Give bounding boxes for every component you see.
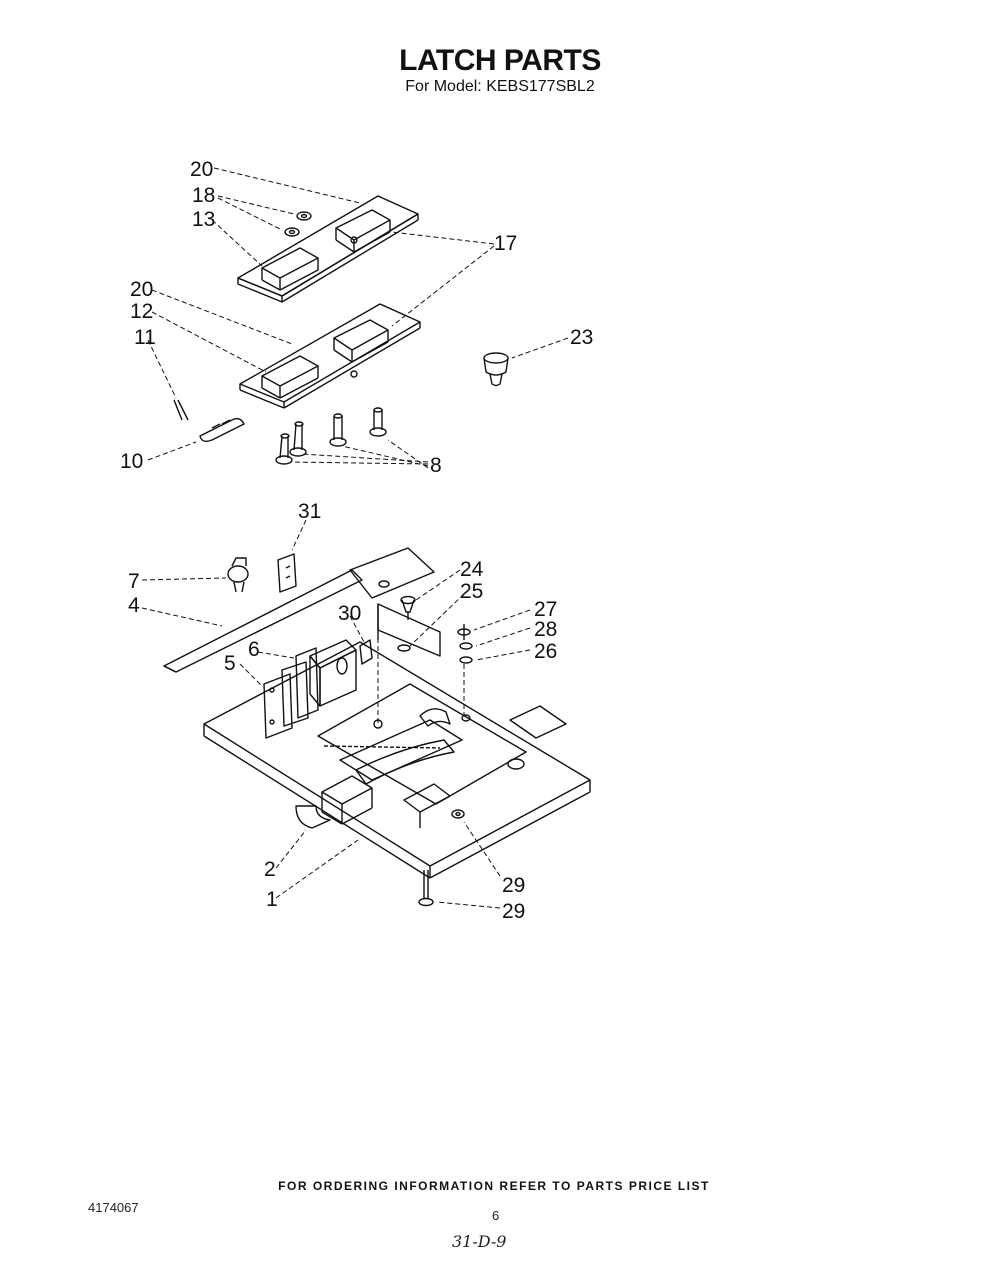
stack-25-26-27 <box>457 624 473 722</box>
thermostat-7 <box>227 557 249 593</box>
upper-switch-bracket <box>237 195 419 303</box>
callout-12: 12 <box>130 300 153 323</box>
callout-1: 1 <box>266 888 278 911</box>
latch-hook-2 <box>295 805 331 829</box>
plates-5 <box>263 647 319 739</box>
callout-6: 6 <box>248 638 260 661</box>
callout-10: 10 <box>120 450 143 473</box>
callout-29: 29 <box>502 900 525 923</box>
document-number: 4174067 <box>88 1200 139 1215</box>
callout-27: 28 <box>534 618 557 641</box>
callout-4: 4 <box>128 594 140 617</box>
page-number: 6 <box>492 1208 500 1223</box>
callout-26: 27 <box>534 598 557 621</box>
handwritten-note: 31-D-9 <box>452 1232 507 1251</box>
nut-14-pair <box>284 211 312 237</box>
spring-10 <box>199 417 245 443</box>
ordering-note: FOR ORDERING INFORMATION REFER TO PARTS … <box>278 1179 710 1193</box>
callout-14: 18 <box>192 184 215 207</box>
callout-8: 8 <box>430 454 442 477</box>
callout-31: 31 <box>298 500 321 523</box>
callout-7: 7 <box>128 570 140 593</box>
callout-25: 26 <box>534 640 557 663</box>
lower-switch-bracket <box>239 303 421 409</box>
nut-28 <box>451 809 465 819</box>
latch-mechanism <box>323 708 525 785</box>
callouts: 20 18 13 17 20 12 11 23 10 8 31 24 7 25 … <box>120 158 593 923</box>
page-title: LATCH PARTS <box>399 44 601 77</box>
clip-30 <box>359 639 373 665</box>
callout-23: 24 <box>460 558 484 581</box>
callout-17: 17 <box>494 232 517 255</box>
screw-29 <box>418 870 434 907</box>
callout-28: 29 <box>502 874 525 897</box>
callout-20: 23 <box>570 326 593 349</box>
callout-5: 5 <box>224 652 236 675</box>
callout-24: 25 <box>460 580 483 603</box>
latch-arm-4 <box>163 547 435 673</box>
callout-30: 30 <box>338 602 361 625</box>
screw-23 <box>400 595 416 620</box>
washer-24 <box>397 644 411 652</box>
callout-13: 13 <box>192 208 215 231</box>
model-subtitle: For Model: KEBS177SBL2 <box>405 78 595 95</box>
callout-2: 2 <box>264 858 276 881</box>
bracket-31 <box>277 553 297 593</box>
callout-11: 11 <box>134 326 156 349</box>
callout-18-upper: 20 <box>190 158 213 181</box>
clip-11 <box>173 399 189 421</box>
callout-18-lower: 20 <box>130 278 153 301</box>
base-plate-1 <box>203 603 591 879</box>
screws-8 <box>275 407 387 465</box>
knob-20 <box>483 352 509 387</box>
leader-lines <box>141 167 569 909</box>
